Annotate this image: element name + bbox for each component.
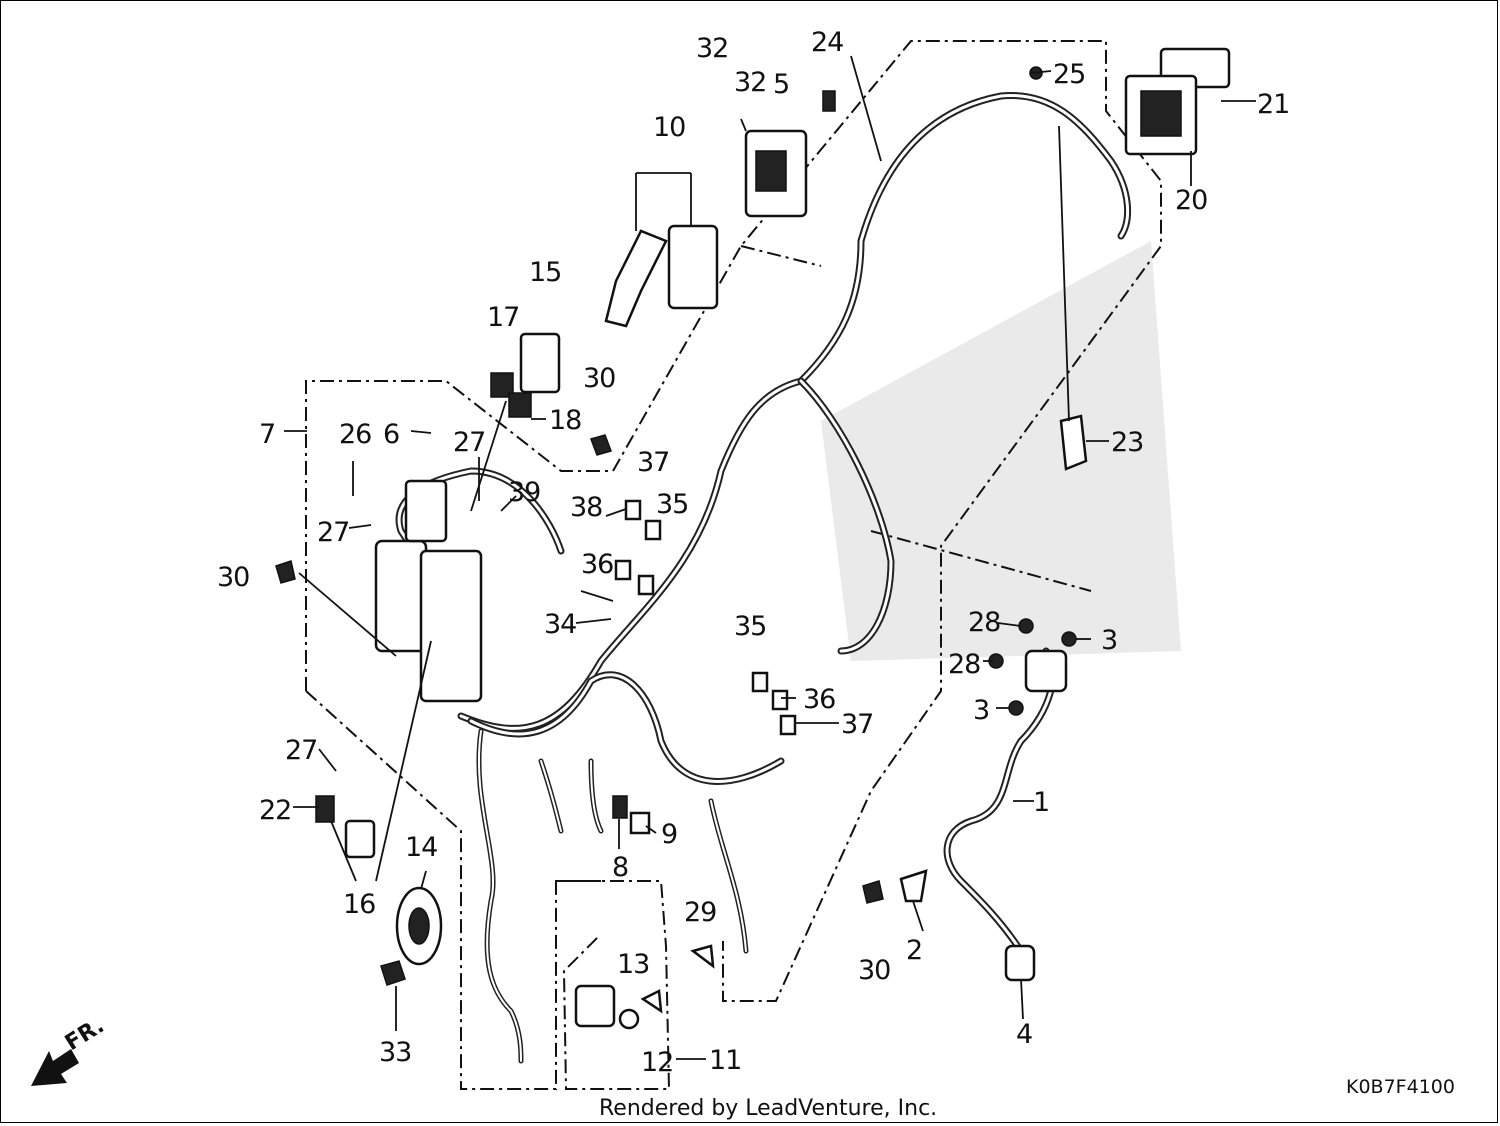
callout-5: 5 (773, 69, 789, 100)
callout-6: 6 (383, 419, 399, 450)
callout-29: 29 (684, 897, 716, 928)
callout-30c: 30 (858, 955, 890, 986)
callout-9: 9 (661, 819, 677, 850)
leader-lines (284, 55, 1256, 1060)
callout-33: 33 (379, 1037, 411, 1068)
callout-16: 16 (343, 889, 375, 920)
callout-10: 10 (653, 112, 685, 143)
callout-18: 18 (549, 405, 581, 436)
callout-15: 15 (529, 257, 561, 288)
callout-27c: 27 (285, 735, 317, 766)
callout-32b: 32 (734, 67, 766, 98)
callout-20: 20 (1175, 185, 1207, 216)
callout-labels: 1 2 3 3 4 5 6 7 8 9 10 11 12 13 14 15 16… (217, 27, 1290, 1078)
callout-13: 13 (617, 949, 649, 980)
callout-30a: 30 (217, 562, 249, 593)
callout-22: 22 (259, 795, 291, 826)
render-credit: Rendered by LeadVenture, Inc. (599, 1096, 937, 1121)
callout-7: 7 (259, 419, 275, 450)
components (275, 47, 1231, 1030)
callout-24: 24 (811, 27, 843, 58)
callout-14: 14 (405, 832, 437, 863)
callout-35b: 35 (734, 611, 766, 642)
callout-37b: 37 (841, 709, 873, 740)
callout-37a: 37 (637, 447, 669, 478)
group-outlines (305, 40, 1162, 1090)
callout-23: 23 (1111, 427, 1143, 458)
callout-3b: 3 (973, 695, 989, 726)
callout-8: 8 (612, 852, 628, 883)
ground-cable (943, 647, 1068, 982)
callout-17: 17 (487, 302, 519, 333)
diagram-part-code: K0B7F4100 (1346, 1076, 1455, 1098)
callout-21: 21 (1257, 89, 1289, 120)
callout-2: 2 (906, 935, 922, 966)
front-label: FR. (61, 1013, 109, 1056)
callout-27a: 27 (453, 427, 485, 458)
front-direction-arrow: FR. (31, 1013, 109, 1086)
callout-1: 1 (1033, 787, 1049, 818)
watermark (821, 241, 1181, 661)
callout-3a: 3 (1101, 625, 1117, 656)
callout-4: 4 (1016, 1019, 1032, 1050)
callout-27b: 27 (317, 517, 349, 548)
callout-36a: 36 (581, 549, 613, 580)
callout-35a: 35 (656, 489, 688, 520)
callout-28a: 28 (968, 607, 1000, 638)
callout-25: 25 (1053, 59, 1085, 90)
callout-12: 12 (641, 1047, 673, 1078)
callout-36b: 36 (803, 684, 835, 715)
callout-38: 38 (570, 492, 602, 523)
callout-26: 26 (339, 419, 371, 450)
callout-39: 39 (508, 477, 540, 508)
callout-30b: 30 (583, 363, 615, 394)
callout-11: 11 (709, 1045, 741, 1076)
callout-32a: 32 (696, 33, 728, 64)
callout-28b: 28 (948, 649, 980, 680)
callout-34: 34 (544, 609, 576, 640)
